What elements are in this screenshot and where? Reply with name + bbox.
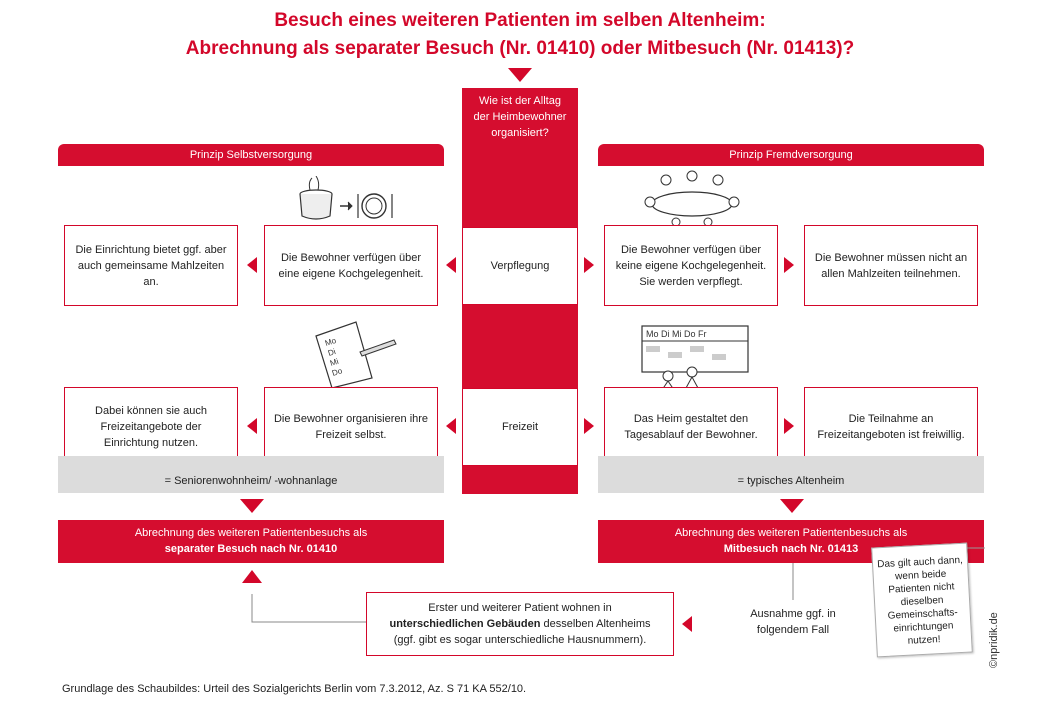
left-result-line1: Abrechnung des weiteren Patientenbesuchs… bbox=[134, 527, 368, 539]
left-leisure-outer: Dabei können sie auch Freizeitangebote d… bbox=[64, 387, 238, 466]
arrow-up-icon bbox=[242, 570, 262, 583]
exception-label: Ausnahme ggf. in folgendem Fall bbox=[750, 608, 836, 636]
right-result-line2: Mitbesuch nach Nr. 01413 bbox=[723, 543, 859, 555]
center-question: Wie ist der Alltag der Heimbewohner orga… bbox=[473, 95, 567, 139]
schedule-board-icon: Mo Di Mi Do Fr bbox=[641, 325, 749, 390]
title-line-1: Besuch eines weiteren Patienten im selbe… bbox=[274, 10, 766, 31]
exception-line1: Erster und weiterer Patient wohnen in bbox=[428, 602, 612, 614]
footer-source: Grundlage des Schaubildes: Urteil des So… bbox=[62, 683, 527, 695]
left-food-inner: Die Bewohner verfügen über eine eigene K… bbox=[264, 225, 438, 306]
title-line-2: Abrechnung als separater Besuch (Nr. 014… bbox=[185, 38, 855, 59]
right-result-line1: Abrechnung des weiteren Patientenbesuchs… bbox=[674, 527, 908, 539]
left-leisure-inner: Die Bewohner organisieren ihre Freizeit … bbox=[264, 387, 438, 466]
dining-table-people-icon bbox=[644, 170, 740, 226]
exception-bold: unterschiedlichen Gebäuden bbox=[389, 618, 541, 630]
copyright: ©npridik.de bbox=[988, 612, 1000, 668]
arrow-down-icon bbox=[780, 499, 804, 513]
arrow-down-icon bbox=[508, 68, 532, 82]
svg-text:Mo Di Mi Do Fr: Mo Di Mi Do Fr bbox=[646, 329, 707, 339]
arrow-left-icon bbox=[682, 616, 692, 632]
arrow-right-icon bbox=[584, 257, 594, 273]
exception-line2: unterschiedlichen Gebäuden desselben Alt… bbox=[367, 616, 673, 632]
arrow-right-icon bbox=[784, 257, 794, 273]
exception-line2-rest: desselben Altenheims bbox=[540, 618, 651, 630]
arrow-left-icon bbox=[446, 418, 456, 434]
pot-plate-icon bbox=[299, 176, 393, 220]
center-freizeit: Freizeit bbox=[462, 388, 578, 466]
svg-text:Mo: Mo bbox=[324, 336, 338, 348]
right-header: Prinzip Fremdversorgung bbox=[598, 144, 984, 166]
right-leisure-inner: Das Heim gestaltet den Tagesablauf der B… bbox=[604, 387, 778, 466]
left-food-outer: Die Einrichtung bietet ggf. aber auch ge… bbox=[64, 225, 238, 306]
arrow-right-icon bbox=[784, 418, 794, 434]
sticky-note: Das gilt auch dann, wenn beide Patienten… bbox=[871, 542, 973, 658]
right-food-inner: Die Bewohner verfügen über keine eigene … bbox=[604, 225, 778, 306]
arrow-right-icon bbox=[584, 418, 594, 434]
arrow-left-icon bbox=[247, 257, 257, 273]
svg-text:Mi: Mi bbox=[329, 357, 340, 368]
right-result: Abrechnung des weiteren Patientenbesuchs… bbox=[598, 520, 984, 563]
left-result-line2: separater Besuch nach Nr. 01410 bbox=[164, 543, 338, 555]
arrow-left-icon bbox=[247, 418, 257, 434]
arrow-left-icon bbox=[446, 257, 456, 273]
svg-text:Do: Do bbox=[331, 366, 344, 378]
left-header: Prinzip Selbstversorgung bbox=[58, 144, 444, 166]
right-category: = typisches Altenheim bbox=[598, 456, 984, 493]
left-category: = Seniorenwohnheim/ -wohnanlage bbox=[58, 456, 444, 493]
right-leisure-outer: Die Teilnahme an Freizeitangeboten ist f… bbox=[804, 387, 978, 466]
left-result: Abrechnung des weiteren Patientenbesuchs… bbox=[58, 520, 444, 563]
checklist-pen-icon: Mo Di Mi Do bbox=[315, 321, 397, 388]
right-food-outer: Die Bewohner müssen nicht an allen Mahlz… bbox=[804, 225, 978, 306]
arrow-down-icon bbox=[240, 499, 264, 513]
svg-text:Di: Di bbox=[327, 347, 337, 358]
exception-line3: (ggf. gibt es sogar unterschiedliche Hau… bbox=[393, 634, 647, 646]
center-verpflegung: Verpflegung bbox=[462, 227, 578, 305]
exception-box: Erster und weiterer Patient wohnen in un… bbox=[366, 592, 674, 656]
